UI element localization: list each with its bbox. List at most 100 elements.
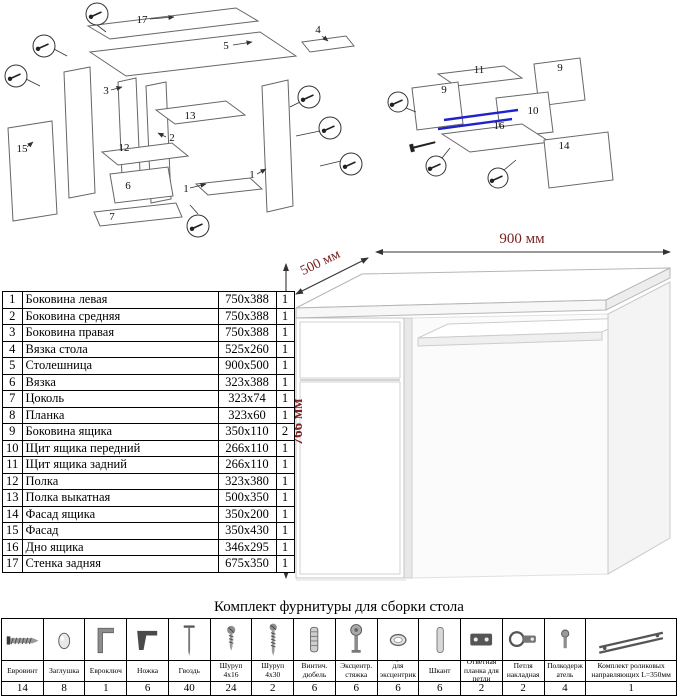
- parts-table-row: 15 Фасад 350x430 1: [2, 522, 295, 540]
- assembly-leader-lines: [25, 14, 342, 215]
- hardware-name: Заглушка для эксцентрика: [377, 661, 419, 682]
- parts-table-row: 10 Щит ящика передний 266x110 1: [2, 439, 295, 457]
- hardware-name: Евроключ: [85, 661, 127, 682]
- part-number: 2: [2, 307, 23, 325]
- parts-table-row: 4 Вязка стола 525x260 1: [2, 340, 295, 358]
- plinth-panel: [93, 202, 183, 227]
- hardware-item: Полкодержатель 4: [544, 619, 587, 695]
- part-label: 5: [223, 40, 229, 52]
- hardware-table: Евровинт 14 Заглушка 8 Евроключ 1 Ножка …: [1, 618, 677, 696]
- hardware-detail-callouts: [4, 2, 363, 238]
- exploded-view-desk: 17 5 4 3 13 12 2 6 15 7 1 1: [4, 2, 363, 238]
- parts-table-row: 3 Боковина правая 750x388 1: [2, 324, 295, 342]
- screw-callout-icon: [487, 167, 509, 189]
- rollout-shelf-panel: [154, 100, 247, 125]
- part-size: 675x350: [217, 555, 277, 573]
- part-size: 525x260: [217, 340, 277, 358]
- hardware-name: Шуруп 4х16: [210, 661, 252, 682]
- part-label: 11: [474, 64, 485, 76]
- part-number: 17: [2, 555, 23, 573]
- screw-callout-icon: [32, 34, 56, 58]
- screw-callout-icon: [339, 152, 363, 176]
- part-name: Фасад ящика: [21, 505, 219, 523]
- part-size: 350x110: [217, 423, 277, 441]
- hex-key-icon: [85, 619, 127, 661]
- part-label: 1: [249, 169, 255, 181]
- hardware-item: Ответная планка для петли 2: [461, 619, 503, 695]
- part-name: Цоколь: [21, 390, 219, 408]
- part-name: Столешница: [21, 357, 219, 375]
- part-number: 15: [2, 522, 23, 540]
- part-name: Стенка задняя: [21, 555, 219, 573]
- hardware-item: Гвоздь 40: [168, 619, 211, 695]
- hardware-qty: 24: [225, 682, 237, 694]
- part-qty: 1: [275, 522, 295, 540]
- part-number: 9: [2, 423, 23, 441]
- left-side-panel: [63, 66, 96, 199]
- roller-slide-highlight: [437, 108, 519, 131]
- drawer-facade-panel: [543, 131, 614, 189]
- part-size: 900x500: [217, 357, 277, 375]
- hardware-qty: 8: [61, 682, 67, 694]
- hardware-qty: 2: [520, 682, 526, 694]
- part-number: 7: [2, 390, 23, 408]
- part-qty: 1: [275, 357, 295, 375]
- hardware-name: Полкодержатель: [544, 661, 586, 682]
- hardware-qty: 40: [183, 682, 195, 694]
- hardware-item: Шкант 6: [419, 619, 462, 695]
- part-name: Вязка: [21, 373, 219, 391]
- hardware-name: Ножка: [127, 661, 168, 682]
- hardware-qty: 6: [353, 682, 359, 694]
- part-name: Вязка стола: [21, 340, 219, 358]
- part-size: 323x380: [217, 472, 277, 490]
- roller-slides-icon: [586, 619, 676, 661]
- part-label: 7: [109, 211, 115, 223]
- part-size: 750x388: [217, 324, 277, 342]
- width-dimension-label: 900 мм: [499, 231, 545, 247]
- keyboard-tray-front: [417, 331, 603, 347]
- part-size: 350x430: [217, 522, 277, 540]
- hardware-name: Петля накладная: [502, 661, 544, 682]
- niche-interior: [411, 313, 609, 579]
- part-size: 750x388: [217, 307, 277, 325]
- loose-screw-icon: [409, 141, 436, 153]
- nail-icon: [168, 619, 210, 661]
- part-number: 11: [2, 456, 23, 474]
- desk-body: [295, 267, 671, 581]
- parts-table-row: 11 Щит ящика задний 266x110 1: [2, 456, 295, 474]
- parts-table-row: 1 Боковина левая 750x388 1: [2, 291, 295, 309]
- exploded-view-drawer: 11 9 9 10 16 14: [387, 57, 614, 189]
- roller-slide-rail: [443, 108, 519, 122]
- part-size: 350x200: [217, 505, 277, 523]
- part-size: 266x110: [217, 439, 277, 457]
- hardware-item: Шуруп 4х16 24: [210, 619, 253, 695]
- part-qty: 1: [275, 456, 295, 474]
- part-number: 4: [2, 340, 23, 358]
- screw-callout-icon: [4, 64, 28, 88]
- screw-callout-icon: [387, 91, 409, 113]
- hardware-qty: 1: [103, 682, 109, 694]
- hardware-qty: 6: [395, 682, 401, 694]
- depth-dimension-arrow: [295, 257, 369, 295]
- plastic-dowel-icon: [294, 619, 335, 661]
- part-size: 323x388: [217, 373, 277, 391]
- confirmat-screw-icon: [2, 619, 43, 661]
- hardware-name: Винтич. дюбель: [294, 661, 335, 682]
- part-label: 6: [125, 180, 131, 192]
- screw-long-icon: [252, 619, 294, 661]
- part-name: Боковина ящика: [21, 423, 219, 441]
- parts-table: 1 Боковина левая 750x388 1 2 Боковина ср…: [2, 291, 295, 573]
- part-qty: 1: [275, 291, 295, 309]
- part-size: 500x350: [217, 489, 277, 507]
- part-label: 12: [119, 142, 130, 154]
- hardware-name: Гвоздь: [168, 661, 210, 682]
- part-size: 346x295: [217, 538, 277, 556]
- hardware-item: Ножка 6: [127, 619, 169, 695]
- part-number: 6: [2, 373, 23, 391]
- door-front: [299, 381, 401, 575]
- screw-callout-icon: [297, 85, 321, 109]
- hardware-detail-callouts: [387, 91, 517, 189]
- part-number: 14: [2, 505, 23, 523]
- drawer-front: [299, 321, 401, 379]
- shelf-support-icon: [544, 619, 586, 661]
